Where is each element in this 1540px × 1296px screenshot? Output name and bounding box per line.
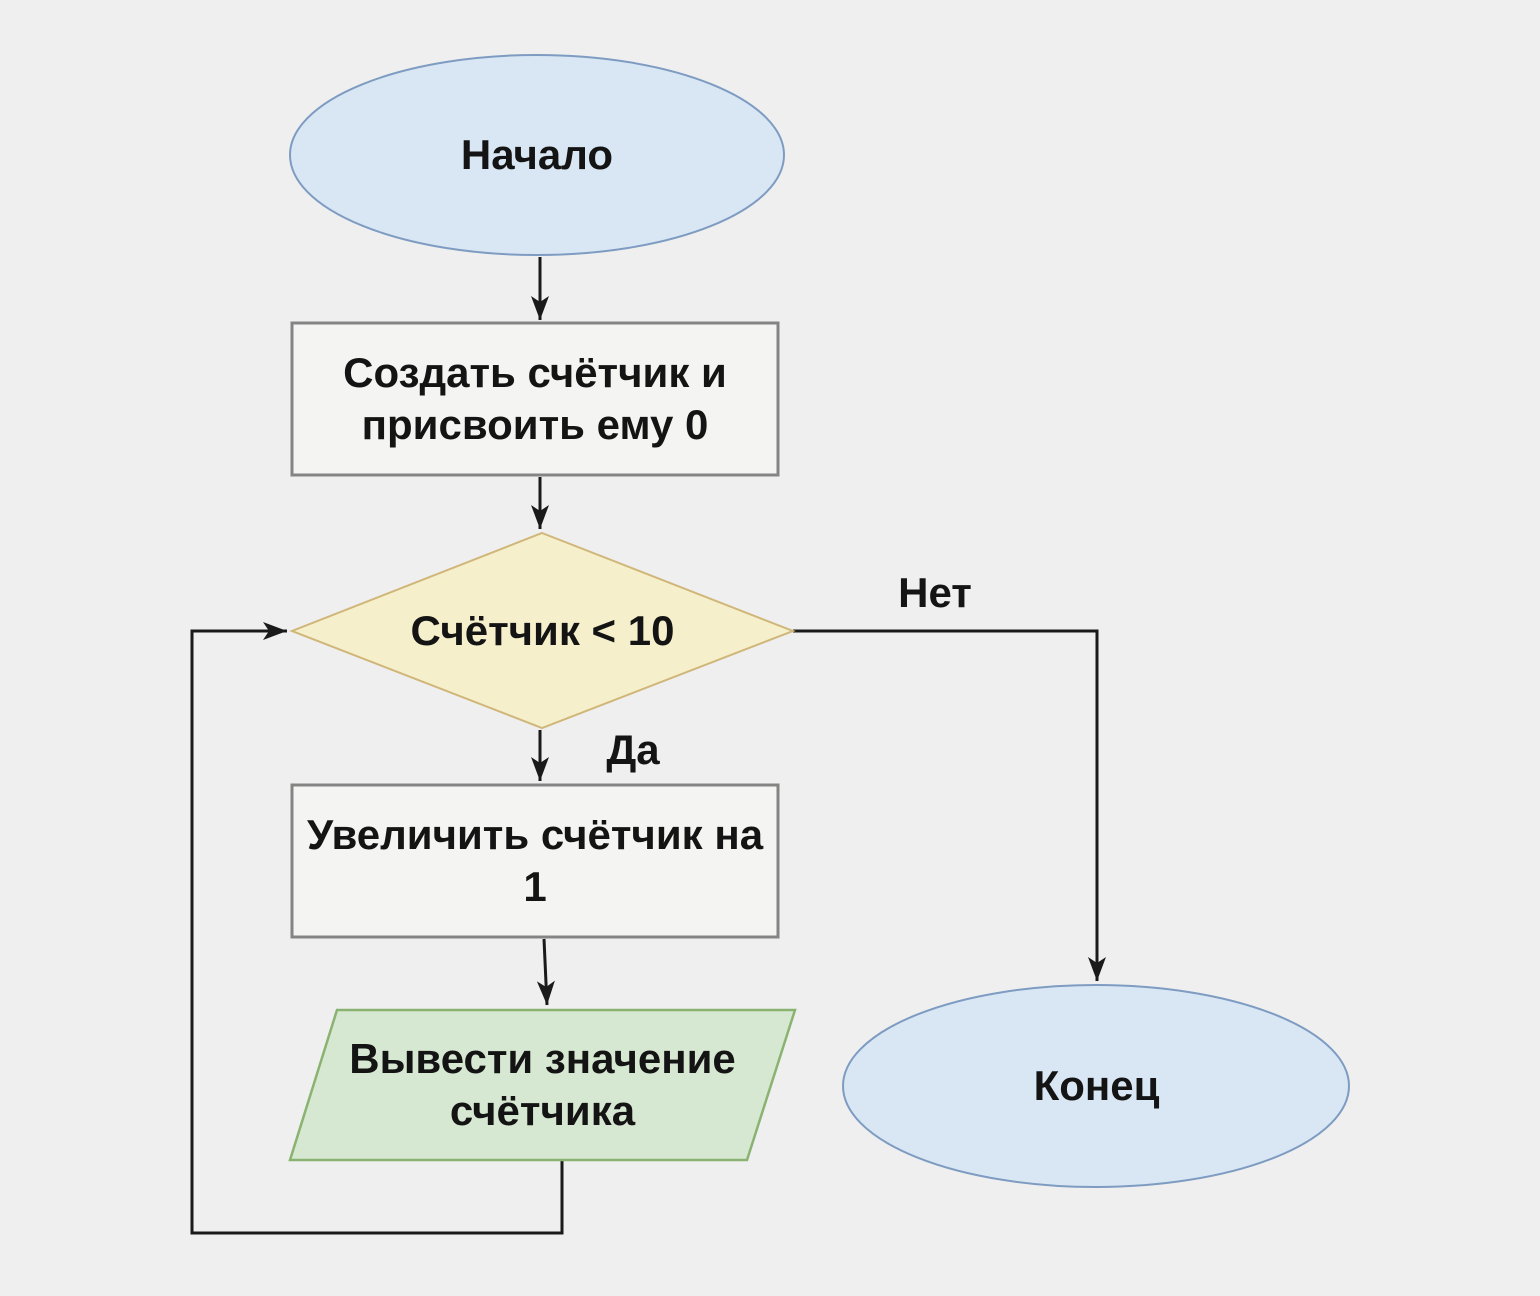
decision-node-shape [289, 531, 796, 730]
edge-output-loop-to-decision [190, 622, 564, 1235]
end-node-shape [842, 984, 1350, 1188]
no-branch-label: Нет [898, 568, 972, 616]
start-node-shape [289, 54, 785, 256]
edge-decision-to-end [793, 629, 1106, 981]
increment-node-shape [290, 783, 780, 939]
edge-increment-to-output [536, 938, 555, 1006]
init-node-shape [290, 321, 780, 477]
yes-branch-label: Да [606, 726, 660, 773]
output-node-shape [288, 1008, 797, 1162]
